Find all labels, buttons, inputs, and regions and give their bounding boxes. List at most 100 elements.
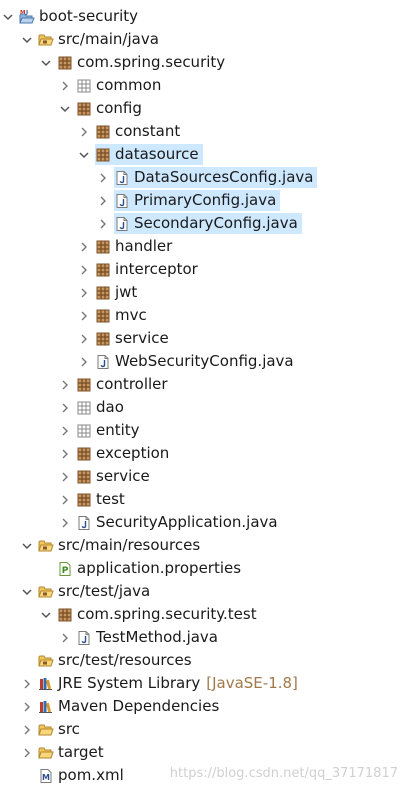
- tree-row[interactable]: datasource: [0, 143, 406, 166]
- tree-row-label: mvc: [115, 306, 147, 324]
- tree-row[interactable]: src/main/java: [0, 28, 406, 51]
- tree-row[interactable]: jwt: [0, 281, 406, 304]
- tree-row-label: boot-security: [39, 7, 139, 25]
- expand-chevron-icon[interactable]: [59, 465, 71, 488]
- tree-row[interactable]: handler: [0, 235, 406, 258]
- tree-row-label: test: [96, 490, 125, 508]
- svg-text:P: P: [62, 566, 69, 576]
- tree-row-label: service: [115, 329, 169, 347]
- package-icon: [95, 262, 111, 278]
- tree-row[interactable]: service: [0, 465, 406, 488]
- expand-chevron-icon[interactable]: [59, 74, 71, 97]
- tree-row[interactable]: JRE System Library[JavaSE-1.8]: [0, 672, 406, 695]
- tree-row-label: src/main/java: [58, 30, 159, 48]
- tree-row-label: handler: [115, 237, 173, 255]
- tree-row[interactable]: com.spring.security: [0, 51, 406, 74]
- tree-row-label: src/test/resources: [58, 651, 192, 669]
- expand-chevron-icon[interactable]: [78, 304, 90, 327]
- expand-chevron-icon[interactable]: [59, 419, 71, 442]
- expand-chevron-icon[interactable]: [97, 166, 109, 189]
- expand-chevron-icon[interactable]: [59, 511, 71, 534]
- tree-row-label: datasource: [115, 145, 199, 163]
- collapse-chevron-icon[interactable]: [21, 580, 33, 603]
- package-icon: [95, 239, 111, 255]
- collapse-chevron-icon[interactable]: [59, 97, 71, 120]
- expand-chevron-icon[interactable]: [59, 442, 71, 465]
- tree-row-label: service: [96, 467, 150, 485]
- tree-row[interactable]: src/test/java: [0, 580, 406, 603]
- tree-row[interactable]: src/test/resources: [0, 649, 406, 672]
- tree-row[interactable]: WebSecurityConfig.java: [0, 350, 406, 373]
- folder-icon: [38, 745, 54, 761]
- tree-row[interactable]: common: [0, 74, 406, 97]
- tree-row[interactable]: PrimaryConfig.java: [0, 189, 406, 212]
- no-expander-spacer: [21, 764, 33, 787]
- collapse-chevron-icon[interactable]: [21, 28, 33, 51]
- expand-chevron-icon[interactable]: [78, 327, 90, 350]
- tree-row[interactable]: constant: [0, 120, 406, 143]
- package-icon: [76, 446, 92, 462]
- tree-row[interactable]: interceptor: [0, 258, 406, 281]
- tree-row[interactable]: SecurityApplication.java: [0, 511, 406, 534]
- expand-chevron-icon[interactable]: [59, 373, 71, 396]
- collapse-chevron-icon[interactable]: [21, 534, 33, 557]
- expand-chevron-icon[interactable]: [59, 396, 71, 419]
- tree-row[interactable]: com.spring.security.test: [0, 603, 406, 626]
- library-icon: [38, 676, 54, 692]
- java-file-icon: [114, 216, 130, 232]
- expand-chevron-icon[interactable]: [78, 120, 90, 143]
- collapse-chevron-icon[interactable]: [40, 603, 52, 626]
- tree-row[interactable]: service: [0, 327, 406, 350]
- tree-row[interactable]: SecondaryConfig.java: [0, 212, 406, 235]
- tree-row[interactable]: TestMethod.java: [0, 626, 406, 649]
- tree-row-label: application.properties: [77, 559, 242, 577]
- tree-row[interactable]: Maven Dependencies: [0, 695, 406, 718]
- collapse-chevron-icon[interactable]: [2, 5, 14, 28]
- package-icon: [95, 147, 111, 163]
- tree-row-label: SecurityApplication.java: [96, 513, 278, 531]
- tree-row[interactable]: target: [0, 741, 406, 764]
- package-icon: [76, 492, 92, 508]
- expand-chevron-icon[interactable]: [21, 718, 33, 741]
- tree-row-label: target: [58, 743, 104, 761]
- expand-chevron-icon[interactable]: [97, 212, 109, 235]
- tree-row[interactable]: DataSourcesConfig.java: [0, 166, 406, 189]
- expand-chevron-icon[interactable]: [21, 741, 33, 764]
- tree-row[interactable]: config: [0, 97, 406, 120]
- expand-chevron-icon[interactable]: [78, 235, 90, 258]
- expand-chevron-icon[interactable]: [59, 626, 71, 649]
- expand-chevron-icon[interactable]: [78, 281, 90, 304]
- no-expander-spacer: [21, 649, 33, 672]
- tree-row[interactable]: test: [0, 488, 406, 511]
- tree-row[interactable]: exception: [0, 442, 406, 465]
- expand-chevron-icon[interactable]: [21, 672, 33, 695]
- tree-row-label: constant: [115, 122, 181, 140]
- package-icon: [76, 101, 92, 117]
- expand-chevron-icon[interactable]: [78, 258, 90, 281]
- collapse-chevron-icon[interactable]: [40, 51, 52, 74]
- tree-row-label: src: [58, 720, 80, 738]
- tree-row[interactable]: dao: [0, 396, 406, 419]
- tree-row[interactable]: src: [0, 718, 406, 741]
- expand-chevron-icon[interactable]: [78, 350, 90, 373]
- tree-row-label: config: [96, 99, 142, 117]
- tree-row[interactable]: mvc: [0, 304, 406, 327]
- tree-row[interactable]: src/main/resources: [0, 534, 406, 557]
- java-file-icon: [76, 630, 92, 646]
- source-folder-icon: [38, 538, 54, 554]
- empty-package-icon: [76, 78, 92, 94]
- expand-chevron-icon[interactable]: [59, 488, 71, 511]
- source-folder-icon: [38, 653, 54, 669]
- expand-chevron-icon[interactable]: [97, 189, 109, 212]
- tree-row[interactable]: entity: [0, 419, 406, 442]
- expand-chevron-icon[interactable]: [21, 695, 33, 718]
- tree-row-label: interceptor: [115, 260, 198, 278]
- collapse-chevron-icon[interactable]: [78, 143, 90, 166]
- tree-row-label: pom.xml: [58, 766, 124, 784]
- svg-text:J: J: [25, 10, 28, 16]
- tree-row[interactable]: controller: [0, 373, 406, 396]
